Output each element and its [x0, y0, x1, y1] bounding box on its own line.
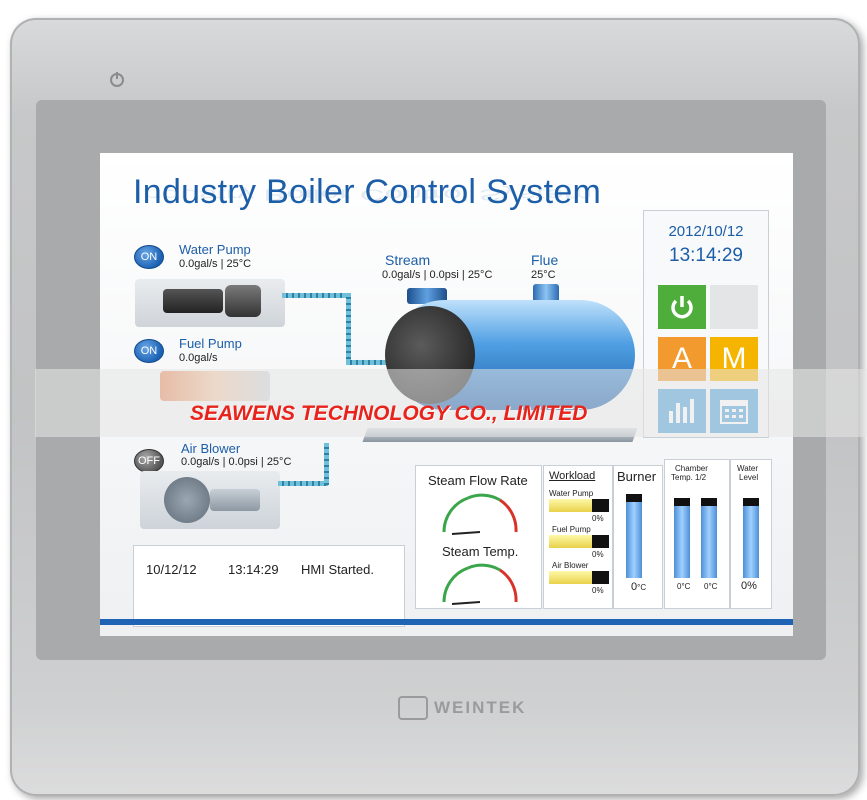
workload-water-pump-fill: [549, 499, 593, 512]
workload-water-pump-label: Water Pump: [549, 489, 594, 498]
flue-values: 25°C: [531, 269, 556, 281]
log-date: 10/12/12: [146, 562, 197, 577]
workload-fuel-pump-bar: [549, 535, 609, 548]
water-pump-image: [135, 279, 285, 327]
event-log: 10/12/12 13:14:29 HMI Started.: [133, 545, 405, 627]
workload-air-blower-percent: 0%: [592, 586, 604, 595]
steam-temp-gauge: [442, 563, 518, 605]
water-level-panel: Water Level 0%: [730, 459, 772, 609]
workload-air-blower-bar: [549, 571, 609, 584]
air-pipe: [278, 481, 328, 486]
burner-value-number: 0: [631, 581, 638, 593]
fuel-pump-status-button[interactable]: ON: [134, 339, 164, 363]
blank-tile: [710, 285, 758, 329]
water-level-title-line2: Level: [739, 473, 759, 482]
chamber-fill-1: [674, 506, 690, 578]
burner-panel: Burner 0°C: [613, 465, 663, 609]
air-pipe-vertical: [324, 443, 329, 485]
stream-values: 0.0gal/s | 0.0psi | 25°C: [382, 269, 493, 281]
chamber-bar-2: [701, 498, 717, 578]
water-pump-status-button[interactable]: ON: [134, 245, 164, 269]
burner-title: Burner: [617, 469, 657, 484]
chamber-value-2: 0°C: [704, 582, 718, 591]
status-panel: 2012/10/12 13:14:29 A M: [643, 210, 769, 438]
stream-label: Stream: [385, 252, 431, 268]
chamber-fill-2: [701, 506, 717, 578]
burner-value: 0°C: [631, 581, 646, 593]
water-level-title-line1: Water: [737, 464, 759, 473]
workload-fuel-pump-percent: 0%: [592, 550, 604, 559]
air-blower-status-button[interactable]: OFF: [134, 449, 164, 473]
brand-name: WEINTEK: [434, 698, 527, 717]
power-icon: [671, 296, 693, 319]
burner-bar: [626, 494, 642, 578]
workload-air-blower-fill: [549, 571, 593, 584]
chamber-title-line2: Temp. 1/2: [671, 473, 707, 482]
watermark-band: [35, 369, 867, 437]
log-message: HMI Started.: [301, 562, 374, 577]
water-pipe: [282, 293, 350, 298]
gauge-panel: Steam Flow Rate Steam Temp.: [415, 465, 542, 609]
air-blower-label: Air Blower: [181, 441, 241, 456]
water-pipe-vertical: [346, 293, 351, 365]
workload-water-pump-percent: 0%: [592, 514, 604, 523]
water-level-fill: [743, 506, 759, 578]
workload-panel: Workload Water Pump 0% Fuel Pump 0% Air …: [543, 465, 613, 609]
watermark-text: SEAWENS TECHNOLOGY CO., LIMITED: [190, 402, 588, 425]
steam-flow-rate-label: Steam Flow Rate: [428, 473, 528, 488]
water-level-bar: [743, 498, 759, 578]
workload-air-blower-label: Air Blower: [552, 561, 589, 570]
steam-flow-gauge: [442, 493, 518, 535]
steam-temp-label: Steam Temp.: [442, 544, 519, 559]
fuel-pump-label: Fuel Pump: [179, 336, 242, 351]
brand-icon: [398, 696, 428, 720]
workload-water-pump-bar: [549, 499, 609, 512]
water-pipe-to-boiler: [346, 360, 396, 365]
brand-logo: WEINTEK: [398, 696, 526, 720]
page-title: Industry Boiler Control System: [133, 173, 602, 211]
clock-time: 13:14:29: [669, 245, 743, 266]
water-pump-values: 0.0gal/s | 25°C: [179, 258, 252, 270]
workload-title: Workload: [549, 470, 596, 482]
footer-strip: [100, 619, 793, 625]
burner-unit: °C: [637, 583, 647, 592]
chamber-title-line1: Chamber: [675, 464, 708, 473]
chamber-panel: Chamber Temp. 1/2 0°C 0°C: [664, 459, 730, 609]
power-icon: [110, 72, 124, 87]
workload-fuel-pump-label: Fuel Pump: [552, 525, 591, 534]
flue-label: Flue: [531, 252, 559, 268]
workload-fuel-pump-fill: [549, 535, 593, 548]
chamber-value-1: 0°C: [677, 582, 691, 591]
burner-fill: [626, 502, 642, 578]
title-reflection: Industry Boiler Control System: [133, 185, 593, 203]
clock-date: 2012/10/12: [668, 223, 744, 240]
air-blower-image: [140, 471, 280, 529]
chamber-bar-1: [674, 498, 690, 578]
water-pump-label: Water Pump: [179, 242, 251, 257]
log-time: 13:14:29: [228, 562, 279, 577]
water-level-value: 0%: [741, 580, 757, 592]
air-blower-values: 0.0gal/s | 0.0psi | 25°C: [181, 456, 292, 468]
power-button[interactable]: [658, 285, 706, 329]
fuel-pump-values: 0.0gal/s: [179, 352, 218, 364]
